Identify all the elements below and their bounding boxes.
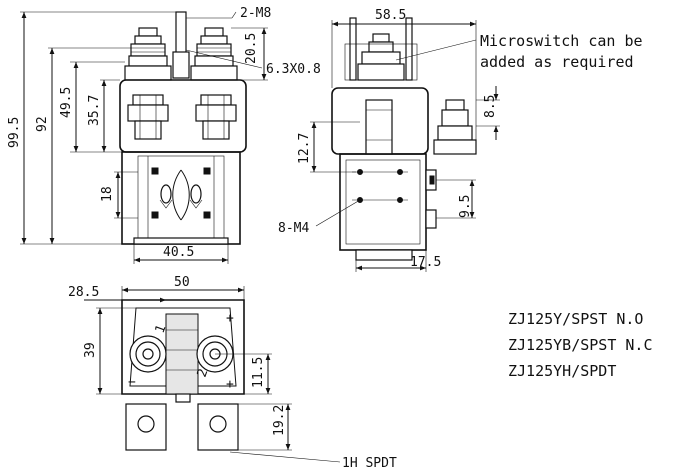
minus-left-label: − [128, 375, 136, 390]
microswitch-note-line1: Microswitch can be [480, 32, 643, 50]
top-view: 1 2 + − + 50 28.5 39 11.5 19.2 [68, 275, 397, 471]
model-2: ZJ125YB/SPST N.C [508, 336, 653, 354]
model-1: ZJ125Y/SPST N.O [508, 310, 643, 328]
model-3: ZJ125YH/SPDT [508, 362, 616, 380]
side-coil-block [339, 153, 427, 251]
dim-58-5: 58.5 [375, 8, 406, 23]
plus-bottom-label: + [226, 377, 234, 392]
dim-11-5: 11.5 [251, 357, 266, 388]
dim-50: 50 [174, 275, 190, 290]
dim-8-5: 8.5 [483, 95, 498, 118]
right-terminal-stud [190, 27, 238, 81]
screws-label: 8-M4 [278, 221, 309, 236]
dim-18: 18 [100, 186, 115, 202]
dim-9-5: 9.5 [458, 195, 473, 218]
front-view: 2-M8 6.3X0.8 20.5 35.7 49.5 92 99.5 18 [7, 6, 321, 264]
dim-99-5: 99.5 [7, 117, 22, 148]
side-view: Microswitch can be added as required 58.… [278, 8, 643, 272]
dim-20-5: 20.5 [244, 33, 259, 64]
dim-17-5: 17.5 [410, 255, 441, 270]
dim-92: 92 [35, 116, 50, 132]
microswitch-note-line2: added as required [480, 53, 634, 71]
thread-label: 2-M8 [240, 6, 271, 21]
caption-1h-spdt: 1H SPDT [342, 456, 397, 471]
dim-35-7: 35.7 [87, 95, 102, 126]
dim-39: 39 [83, 342, 98, 358]
tab-size-label: 6.3X0.8 [266, 62, 321, 77]
left-terminal-stud [124, 27, 172, 81]
dim-40-5: 40.5 [163, 245, 194, 260]
dim-28-5: 28.5 [68, 285, 99, 300]
dim-19-2: 19.2 [272, 405, 287, 436]
center-terminal-bar [165, 313, 199, 395]
coil-housing [121, 151, 241, 245]
plus-top-label: + [226, 311, 234, 326]
model-list: ZJ125Y/SPST N.O ZJ125YB/SPST N.C ZJ125YH… [508, 310, 653, 380]
microswitch [433, 99, 477, 155]
dim-12-7: 12.7 [297, 133, 312, 164]
dim-49-5: 49.5 [59, 87, 74, 118]
